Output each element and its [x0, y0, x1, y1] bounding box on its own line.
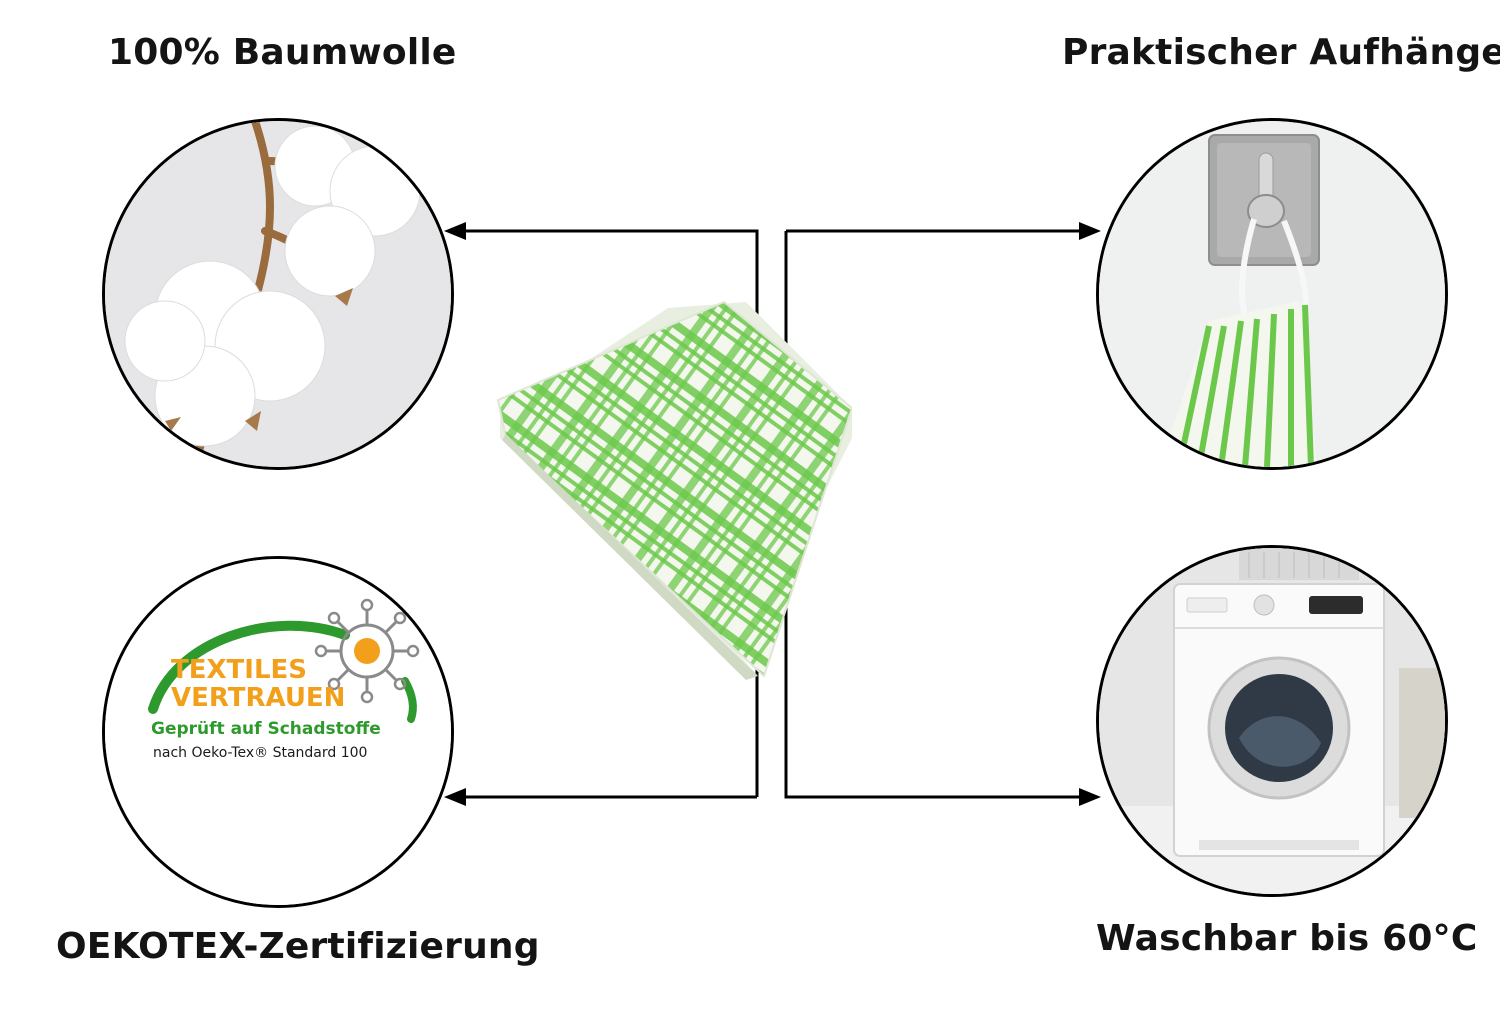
oeko-logo-line2: VERTRAUEN — [171, 683, 346, 713]
arrow-icon — [1079, 222, 1101, 240]
washing-machine-image — [1099, 548, 1445, 894]
oeko-logo-line1: TEXTILES — [171, 655, 308, 685]
washer-circle — [1096, 545, 1448, 897]
towel-image — [496, 300, 852, 680]
hook-image — [1099, 121, 1445, 467]
hook-circle — [1096, 118, 1448, 470]
label-cotton: 100% Baumwolle — [108, 32, 457, 73]
label-hanger: Praktischer Aufhänger — [1062, 32, 1500, 73]
oeko-logo-line3: Geprüft auf Schadstoffe — [151, 719, 381, 739]
label-washable: Waschbar bis 60°C — [1096, 918, 1478, 959]
arrow-icon — [444, 788, 466, 806]
arrow-icon — [444, 222, 466, 240]
oeko-circle: TEXTILES VERTRAUEN Geprüft auf Schadstof… — [102, 556, 454, 908]
label-oekotex: OEKOTEX-Zertifizierung — [56, 926, 540, 967]
oeko-logo-line4: nach Oeko-Tex® Standard 100 — [153, 745, 368, 761]
cotton-image — [105, 121, 451, 467]
arrow-icon — [1079, 788, 1101, 806]
oeko-tex-logo — [105, 559, 451, 905]
cotton-circle — [102, 118, 454, 470]
